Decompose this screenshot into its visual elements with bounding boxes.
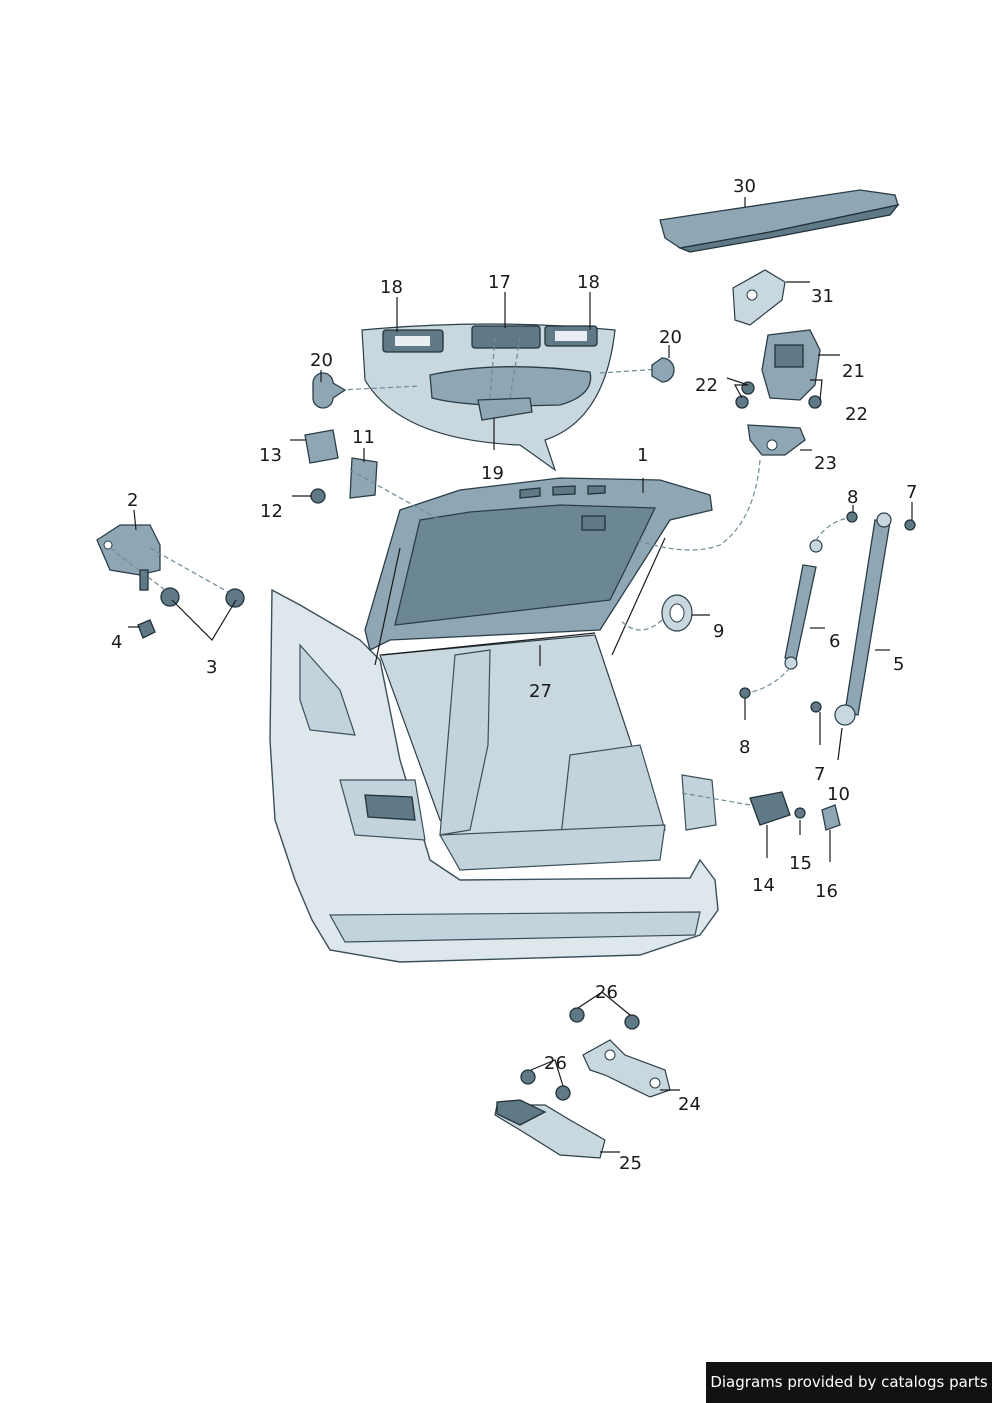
callout-2: 2	[127, 490, 138, 511]
callout-8-bottom: 8	[739, 737, 750, 758]
callout-6: 6	[829, 631, 840, 652]
callout-7-bottom: 7	[814, 764, 825, 785]
callout-1: 1	[637, 445, 648, 466]
tailgate	[364, 477, 713, 666]
tailgate-handle	[471, 325, 541, 349]
callout-26-bottom: 26	[544, 1053, 567, 1074]
callout-27: 27	[529, 681, 552, 702]
spoiler	[659, 189, 900, 253]
screw-12	[310, 488, 326, 504]
callout-25: 25	[619, 1153, 642, 1174]
callout-31: 31	[811, 286, 834, 307]
callout-30: 30	[733, 176, 756, 197]
bracket-31	[732, 269, 786, 326]
callout-4: 4	[111, 632, 122, 653]
clip-16	[821, 804, 841, 831]
callout-14: 14	[752, 875, 775, 896]
callout-13: 13	[259, 445, 282, 466]
callout-5: 5	[893, 654, 904, 675]
hinge-assembly	[96, 524, 245, 639]
callout-17: 17	[488, 272, 511, 293]
callout-19: 19	[481, 463, 504, 484]
bracket-11	[349, 457, 378, 499]
callout-9: 9	[713, 621, 724, 642]
callout-10: 10	[827, 784, 850, 805]
callout-labels: 1 2 3 4 5 6 7 7 8 8 9 10 11 12 13 14 15 …	[111, 176, 917, 1174]
lock-assembly	[735, 329, 822, 456]
car-body	[269, 588, 719, 963]
cover-cap-13	[304, 429, 339, 464]
callout-11: 11	[352, 427, 375, 448]
callout-12: 12	[260, 501, 283, 522]
callout-16: 16	[815, 881, 838, 902]
callout-23: 23	[814, 453, 837, 474]
callout-20-left: 20	[310, 350, 333, 371]
leader-lines	[128, 197, 913, 1153]
clip-left	[312, 372, 347, 409]
hinge-24	[582, 1039, 671, 1098]
callout-3: 3	[206, 657, 217, 678]
credit-footer: Diagrams provided by catalogs parts	[706, 1362, 992, 1403]
callout-20-right: 20	[659, 327, 682, 348]
strut-6	[784, 539, 823, 670]
strut-5	[834, 512, 892, 726]
callout-8-top: 8	[847, 487, 858, 508]
callout-21: 21	[842, 361, 865, 382]
callout-7-top: 7	[906, 482, 917, 503]
switch-14	[749, 791, 791, 826]
callout-18-right: 18	[577, 272, 600, 293]
zoom-detail-panel	[312, 323, 675, 472]
callout-26-top: 26	[595, 982, 618, 1003]
callout-24: 24	[678, 1094, 701, 1115]
callout-18-left: 18	[380, 277, 403, 298]
screw-15	[794, 807, 806, 819]
clip-right	[651, 357, 675, 383]
callout-15: 15	[789, 853, 812, 874]
callout-22-left: 22	[695, 375, 718, 396]
release-switch	[477, 397, 533, 421]
callout-22-right: 22	[845, 404, 868, 425]
